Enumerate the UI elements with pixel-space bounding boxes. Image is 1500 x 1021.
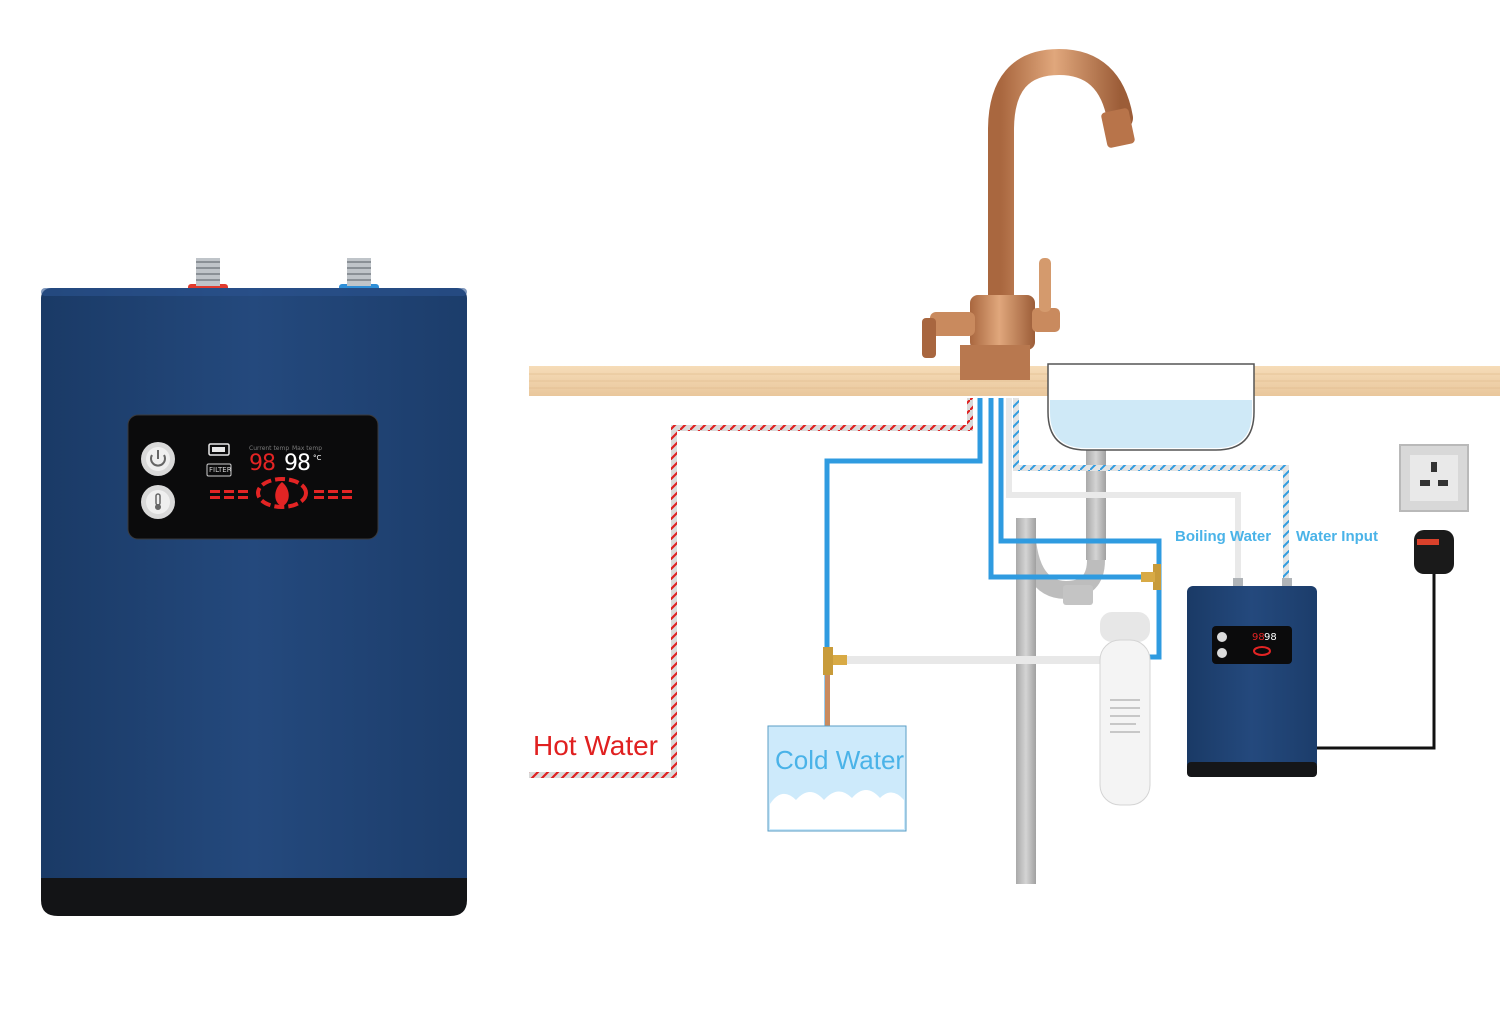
cold-water-label: Cold Water (775, 745, 905, 775)
small-boiling-water-tank (1187, 578, 1317, 777)
current-temp-caption: Current temp (249, 445, 290, 452)
water-input-label: Water Input (1296, 528, 1378, 545)
hot-water-label: Hot Water (533, 730, 658, 761)
sink-basin (1047, 363, 1255, 451)
power-cable (1317, 568, 1436, 750)
cold-braided-hose (1013, 398, 1289, 586)
tank-body (41, 288, 467, 888)
battery-icon (208, 443, 230, 456)
hot-water-hose (529, 398, 973, 778)
copper-boiling-water-tap (922, 48, 1135, 380)
filter-label: FILTER (209, 466, 232, 474)
temperature-button[interactable] (141, 485, 175, 519)
current-temp-readout: 98 (249, 451, 276, 476)
heat-bars-left (210, 490, 248, 499)
plug-icon (1414, 530, 1454, 574)
tank-base (41, 878, 467, 916)
control-panel (127, 414, 379, 540)
temperature-icon (155, 493, 161, 510)
boiling-water-pipe (1006, 398, 1241, 590)
valve (1141, 564, 1161, 590)
cold-water-box (767, 725, 907, 832)
valve (823, 647, 847, 675)
filter-indicator (206, 463, 232, 477)
max-temp-caption: Max temp (292, 445, 323, 452)
small-control-panel (1212, 626, 1292, 664)
water-filter (1099, 612, 1151, 806)
temp-unit: °C (313, 454, 322, 462)
large-boiling-water-tank (41, 258, 467, 916)
heat-bars-right (314, 490, 352, 499)
flame-icon (256, 477, 308, 509)
small-max-temp-readout: 98 (1264, 632, 1277, 643)
uk-socket-icon[interactable] (1399, 444, 1469, 512)
max-temp-readout: 98 (284, 451, 311, 476)
cold-inlet-connector (339, 258, 379, 292)
power-button[interactable] (141, 442, 175, 476)
boiling-water-label: Boiling Water (1175, 528, 1272, 545)
hot-outlet-connector (188, 258, 228, 292)
small-current-temp-readout: 98 (1252, 632, 1265, 643)
power-icon (150, 450, 166, 467)
